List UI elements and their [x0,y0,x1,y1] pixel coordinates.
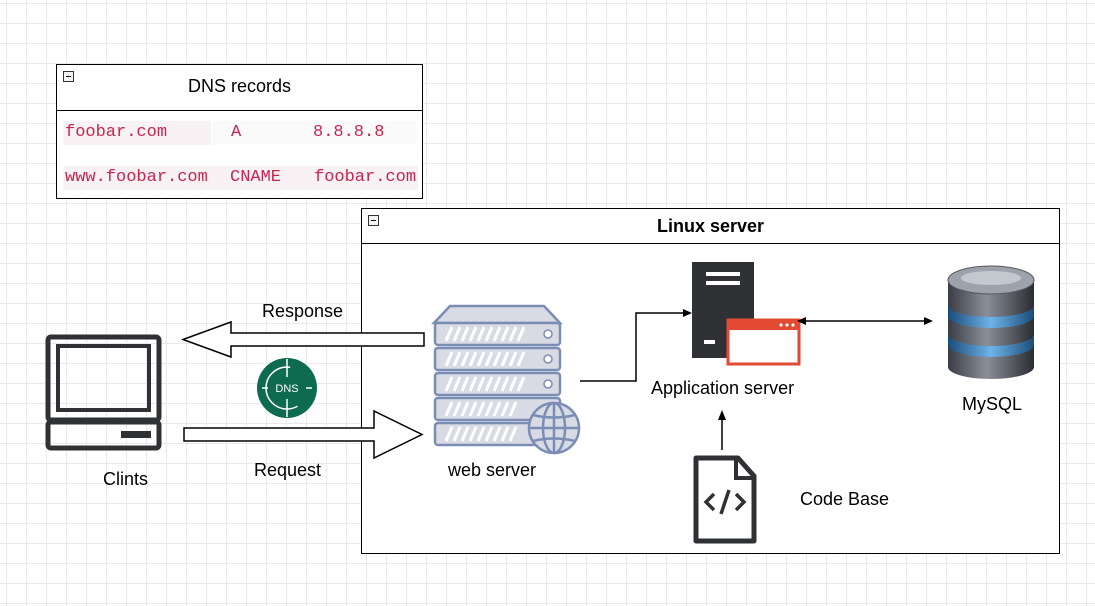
app-server-label: Application server [651,378,795,398]
linux-server-header: Linux server [362,209,1059,244]
code-base-label: Code Base [800,489,890,509]
dns-record-row: www.foobar.com CNAME foobar.com [63,166,418,190]
response-label: Response [262,301,344,321]
dns-records-header: DNS records [57,65,422,111]
dns-record-domain: www.foobar.com [65,168,208,187]
connector-web-to-app [580,312,684,382]
server-rack-globe-icon [431,304,581,455]
collapse-icon[interactable] [63,71,74,82]
dns-record-type: A [231,123,242,142]
desktop-computer-icon [45,334,162,451]
request-arrow [183,409,424,460]
dns-records-container: DNS records foobar.com A 8.8.8.8 www.foo… [56,64,423,199]
linux-server-title: Linux server [656,216,765,236]
mysql-label: MySQL [962,394,1023,414]
dns-record-row: foobar.com [63,121,211,145]
code-file-icon [693,455,757,544]
dns-globe-icon: DNS [257,358,317,418]
dns-record-domain: foobar.com [65,123,168,142]
dns-record-row-rest: A 8.8.8.8 [213,121,417,145]
dns-record-type: CNAME [230,168,282,187]
clients-label: Clints [103,469,149,489]
arrowhead [797,317,806,325]
dns-records-title: DNS records [187,76,292,96]
arrowhead [718,410,726,420]
collapse-icon[interactable] [368,215,379,226]
arrowhead [683,309,692,317]
request-label: Request [254,460,322,480]
arrowhead [924,317,933,325]
application-server-icon [692,262,801,366]
dns-record-value: foobar.com [314,168,417,187]
dns-record-value: 8.8.8.8 [313,123,385,142]
web-server-label: web server [448,460,537,480]
dns-badge-label: DNS [275,383,298,395]
response-arrow [180,320,425,359]
database-cylinder-icon [947,265,1035,379]
